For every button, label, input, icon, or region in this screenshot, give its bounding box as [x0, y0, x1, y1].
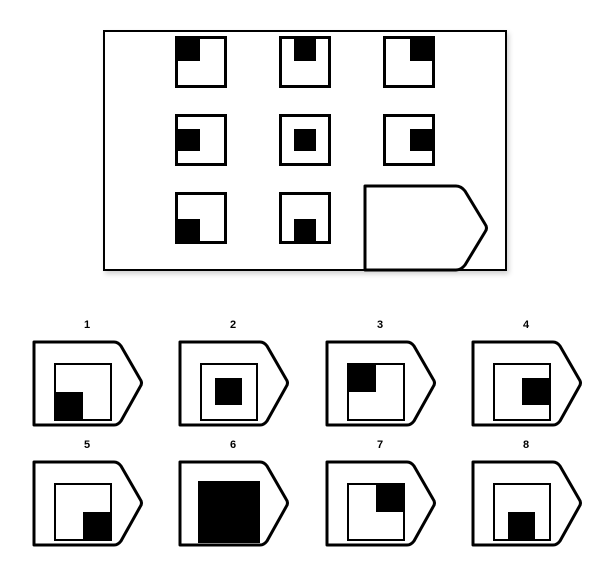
option-2-tag-shape: [168, 333, 298, 433]
option-6-label: 6: [229, 439, 237, 451]
option-4-black-square: [522, 378, 549, 405]
option-5[interactable]: 5: [22, 438, 152, 558]
matrix-cell-9-missing-placeholder[interactable]: [361, 182, 491, 274]
option-4-label: 4: [522, 319, 530, 331]
cell-square-outline: [279, 36, 331, 88]
option-5-inner-square: [54, 483, 112, 541]
option-7-label: 7: [376, 439, 384, 451]
option-5-black-square: [83, 512, 110, 539]
cell-black-square: [178, 39, 200, 61]
cell-black-square: [410, 39, 432, 61]
matrix-cell-2: [265, 36, 381, 108]
option-8-tag-shape: [461, 453, 591, 553]
option-2-black-square: [215, 378, 242, 405]
matrix-cell-4: [161, 114, 277, 186]
option-3-inner-square: [347, 363, 405, 421]
matrix-cell-8: [265, 192, 381, 264]
option-7-tag-shape: [315, 453, 445, 553]
matrix-cell-3: [369, 36, 485, 108]
matrix-cell-1: [161, 36, 277, 108]
cell-black-square: [294, 219, 316, 241]
cell-square-outline: [175, 114, 227, 166]
option-7[interactable]: 7: [315, 438, 445, 558]
option-1[interactable]: 1: [22, 318, 152, 438]
option-7-black-square: [376, 485, 403, 512]
cell-square-outline: [279, 114, 331, 166]
option-1-label: 1: [83, 319, 91, 331]
matrix-cell-7: [161, 192, 277, 264]
cell-square-outline: [383, 36, 435, 88]
option-7-inner-square: [347, 483, 405, 541]
matrix-grid: [105, 32, 505, 272]
cell-black-square: [178, 129, 200, 151]
cell-black-square: [178, 219, 200, 241]
option-1-inner-square: [54, 363, 112, 421]
option-8-inner-square: [493, 483, 551, 541]
option-3-label: 3: [376, 319, 384, 331]
option-5-tag-shape: [22, 453, 152, 553]
cell-square-outline: [383, 114, 435, 166]
option-6[interactable]: 6: [168, 438, 298, 558]
matrix-panel: [103, 30, 507, 272]
option-2[interactable]: 2: [168, 318, 298, 438]
option-2-label: 2: [229, 319, 237, 331]
cell-black-square: [294, 39, 316, 61]
option-8-black-square: [508, 512, 535, 539]
option-8-label: 8: [522, 439, 530, 451]
option-1-black-square: [56, 392, 83, 419]
matrix-cell-6: [369, 114, 485, 186]
cell-square-outline: [279, 192, 331, 244]
answer-options: 1 2 3: [0, 310, 603, 570]
matrix-cell-5: [265, 114, 381, 186]
cell-square-outline: [175, 36, 227, 88]
option-4-inner-square: [493, 363, 551, 421]
option-4[interactable]: 4: [461, 318, 591, 438]
option-5-label: 5: [83, 439, 91, 451]
option-6-tag-shape: [168, 453, 298, 553]
cell-black-square: [410, 129, 432, 151]
option-3-black-square: [349, 365, 376, 392]
option-3[interactable]: 3: [315, 318, 445, 438]
cell-square-outline: [175, 192, 227, 244]
cell-black-square: [294, 129, 316, 151]
option-4-tag-shape: [461, 333, 591, 433]
option-1-tag-shape: [22, 333, 152, 433]
option-6-inner-square: [198, 481, 260, 543]
option-8[interactable]: 8: [461, 438, 591, 558]
option-2-inner-square: [200, 363, 258, 421]
option-3-tag-shape: [315, 333, 445, 433]
